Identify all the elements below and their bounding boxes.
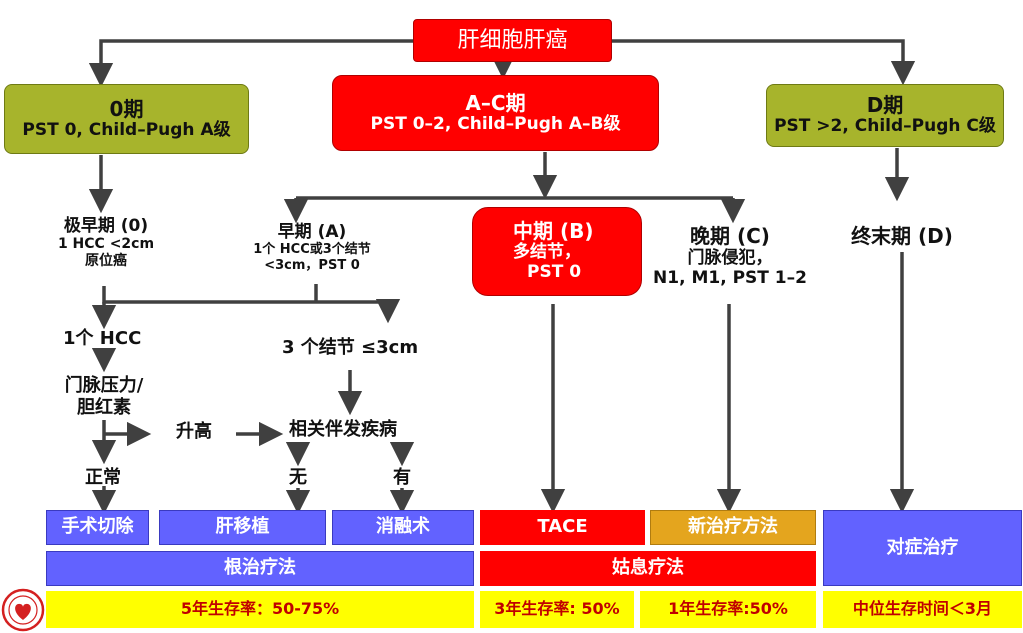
early-stage: 早期 (A) 1个 HCC或3个结节 <3cm，PST 0 xyxy=(226,222,398,274)
line-merge-bar xyxy=(102,286,401,324)
present-label: 有 xyxy=(393,467,411,488)
terminal-title: 终末期 (D) xyxy=(851,224,953,248)
survival-curative: 5年生存率：50-75% xyxy=(46,591,474,628)
ablation-label: 消融术 xyxy=(376,516,430,538)
stage-ac-title: A–C期 xyxy=(465,90,526,115)
very-early-stage: 极早期 (0) 1 HCC <2cm 原位癌 xyxy=(38,216,174,270)
stage-d-subtitle: PST >2, Child–Pugh C级 xyxy=(774,116,996,137)
three-nodules-label: 3 个结节 ≤3cm xyxy=(282,337,419,358)
curative-label: 根治疗法 xyxy=(224,557,296,579)
intermediate-line2: PST 0 xyxy=(527,262,582,282)
stage-d-node: D期 PST >2, Child–Pugh C级 xyxy=(766,84,1004,147)
advanced-stage: 晚期 (C) 门脉侵犯， N1, M1, PST 1–2 xyxy=(650,224,810,289)
very-early-line1: 1 HCC <2cm xyxy=(57,236,155,253)
survival-new-therapy-label: 1年生存率:50% xyxy=(668,599,788,619)
comorbidity-label: 相关伴发疾病 xyxy=(289,419,397,440)
palliative-label: 姑息疗法 xyxy=(612,557,684,579)
category-palliative: 姑息疗法 xyxy=(480,551,816,586)
treatment-symptomatic: 对症治疗 xyxy=(823,510,1022,586)
portal-pressure-label: 门脉压力/ 胆红素 xyxy=(54,375,154,418)
line-top-to-stage-d xyxy=(612,39,916,86)
treatment-resection: 手术切除 xyxy=(46,510,149,545)
resection-label: 手术切除 xyxy=(61,516,134,538)
survival-tace-label: 3年生存率: 50% xyxy=(494,599,620,619)
terminal-stage: 终末期 (D) xyxy=(836,224,968,248)
intermediate-stage-node: 中期 (B) 多结节， PST 0 xyxy=(472,207,642,296)
treatment-new-therapy: 新治疗方法 xyxy=(650,510,816,545)
survival-symptomatic: 中位生存时间＜3月 xyxy=(823,591,1022,628)
very-early-line2: 原位癌 xyxy=(85,253,127,270)
stage-ac-subtitle: PST 0–2, Child–Pugh A–B级 xyxy=(370,113,621,134)
survival-curative-label: 5年生存率：50-75% xyxy=(180,599,340,619)
line-top-to-stage-0 xyxy=(88,39,413,88)
very-early-title: 极早期 (0) xyxy=(63,216,149,236)
hcc-root-node: 肝细胞肝癌 xyxy=(413,19,612,62)
treatment-tace: TACE xyxy=(480,510,645,545)
survival-new-therapy: 1年生存率:50% xyxy=(640,591,816,628)
early-title: 早期 (A) xyxy=(277,222,347,242)
advanced-title: 晚期 (C) xyxy=(690,224,770,248)
portal-pressure-line2: 胆红素 xyxy=(77,396,131,418)
early-line2: <3cm，PST 0 xyxy=(264,257,360,273)
category-curative: 根治疗法 xyxy=(46,551,474,586)
stage-0-node: 0期 PST 0, Child–Pugh A级 xyxy=(4,84,249,154)
stage-ac-node: A–C期 PST 0–2, Child–Pugh A–B级 xyxy=(332,75,659,151)
portal-pressure-line1: 门脉压力/ xyxy=(64,375,144,396)
advanced-line1: 门脉侵犯， xyxy=(687,248,773,268)
elevated-label: 升高 xyxy=(176,421,212,442)
stage-d-title: D期 xyxy=(866,93,904,118)
intermediate-title: 中期 (B) xyxy=(513,219,594,244)
early-line1: 1个 HCC或3个结节 xyxy=(253,242,371,258)
none-label: 无 xyxy=(289,467,307,488)
normal-label: 正常 xyxy=(85,467,121,488)
treatment-ablation: 消融术 xyxy=(332,510,474,545)
stage-0-title: 0期 xyxy=(109,96,144,121)
single-hcc-label: 1个 HCC xyxy=(63,328,142,349)
intermediate-line1: 多结节， xyxy=(513,242,581,263)
treatment-transplant: 肝移植 xyxy=(159,510,326,545)
symptomatic-label: 对症治疗 xyxy=(886,536,959,558)
hospital-logo-icon xyxy=(1,588,45,632)
hcc-root-label: 肝细胞肝癌 xyxy=(457,27,568,53)
new-therapy-label: 新治疗方法 xyxy=(688,516,778,538)
survival-symptomatic-label: 中位生存时间＜3月 xyxy=(852,599,993,619)
tace-label: TACE xyxy=(537,516,588,538)
stage-0-subtitle: PST 0, Child–Pugh A级 xyxy=(22,119,231,140)
advanced-line2: N1, M1, PST 1–2 xyxy=(653,268,807,289)
survival-tace: 3年生存率: 50% xyxy=(480,591,634,628)
transplant-label: 肝移植 xyxy=(215,516,270,538)
